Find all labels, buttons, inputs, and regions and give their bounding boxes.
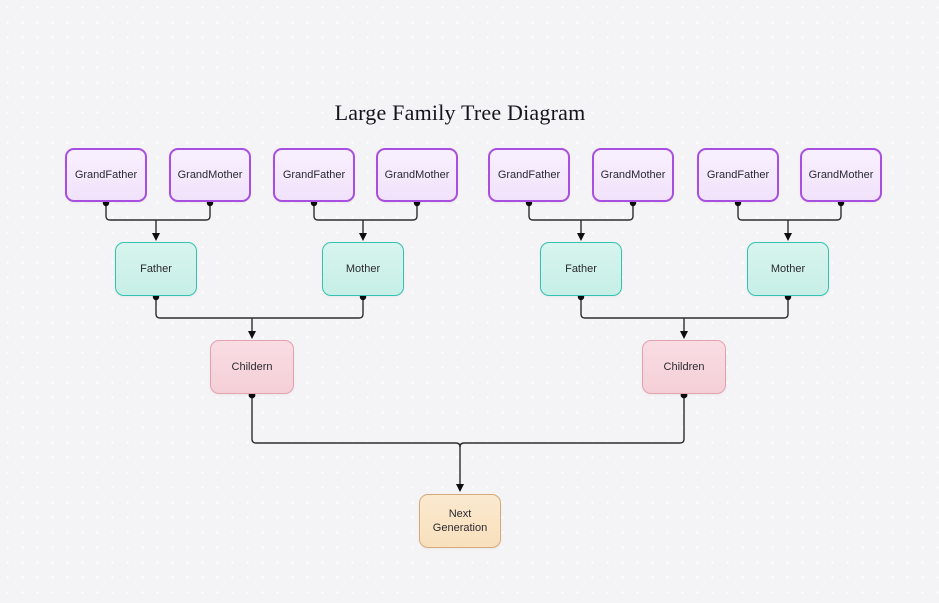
node-label: GrandFather xyxy=(706,168,770,181)
node-label: Father xyxy=(140,262,172,275)
node-label: GrandMother xyxy=(177,168,243,181)
node-label: Father xyxy=(565,262,597,275)
node-label: Next Generation xyxy=(432,507,488,534)
node-mother-1[interactable]: Mother xyxy=(322,242,404,296)
arrowhead-icon xyxy=(784,233,792,241)
edge-grandparents-to-father-2 xyxy=(528,202,634,221)
arrowhead-icon xyxy=(359,233,367,241)
edge-parents-to-children-2 xyxy=(580,296,789,319)
node-mother-2[interactable]: Mother xyxy=(747,242,829,296)
node-label: GrandFather xyxy=(497,168,561,181)
arrowhead-icon xyxy=(680,331,688,339)
node-label: GrandMother xyxy=(384,168,450,181)
arrowhead-icon xyxy=(456,484,464,492)
node-label: GrandMother xyxy=(600,168,666,181)
arrowhead-icon xyxy=(577,233,585,241)
node-next-generation[interactable]: Next Generation xyxy=(419,494,501,548)
arrowhead-icon xyxy=(152,233,160,241)
node-grandfather-4[interactable]: GrandFather xyxy=(697,148,779,202)
node-grandmother-1[interactable]: GrandMother xyxy=(169,148,251,202)
node-children-1[interactable]: Childern xyxy=(210,340,294,394)
node-label: GrandFather xyxy=(282,168,346,181)
edge-parents-to-children-1 xyxy=(155,296,364,319)
edge-grandparents-to-father-1 xyxy=(105,202,211,221)
node-label: Childern xyxy=(231,360,273,373)
node-label: GrandFather xyxy=(74,168,138,181)
node-label: Mother xyxy=(345,262,381,275)
node-label: Mother xyxy=(770,262,806,275)
edge-grandparents-to-mother-2 xyxy=(737,202,842,221)
node-label: Children xyxy=(663,360,705,373)
edge-paths xyxy=(105,202,842,485)
node-grandfather-1[interactable]: GrandFather xyxy=(65,148,147,202)
node-grandmother-4[interactable]: GrandMother xyxy=(800,148,882,202)
edge-grandparents-to-mother-1 xyxy=(313,202,418,221)
arrowhead-icon xyxy=(248,331,256,339)
node-grandfather-2[interactable]: GrandFather xyxy=(273,148,355,202)
node-grandmother-2[interactable]: GrandMother xyxy=(376,148,458,202)
node-grandfather-3[interactable]: GrandFather xyxy=(488,148,570,202)
edge-children1-to-next xyxy=(251,394,461,448)
node-grandmother-3[interactable]: GrandMother xyxy=(592,148,674,202)
diagram-title: Large Family Tree Diagram xyxy=(334,100,586,125)
node-label: GrandMother xyxy=(808,168,874,181)
node-father-1[interactable]: Father xyxy=(115,242,197,296)
edge-children2-to-next xyxy=(459,394,685,448)
node-father-2[interactable]: Father xyxy=(540,242,622,296)
node-children-2[interactable]: Children xyxy=(642,340,726,394)
